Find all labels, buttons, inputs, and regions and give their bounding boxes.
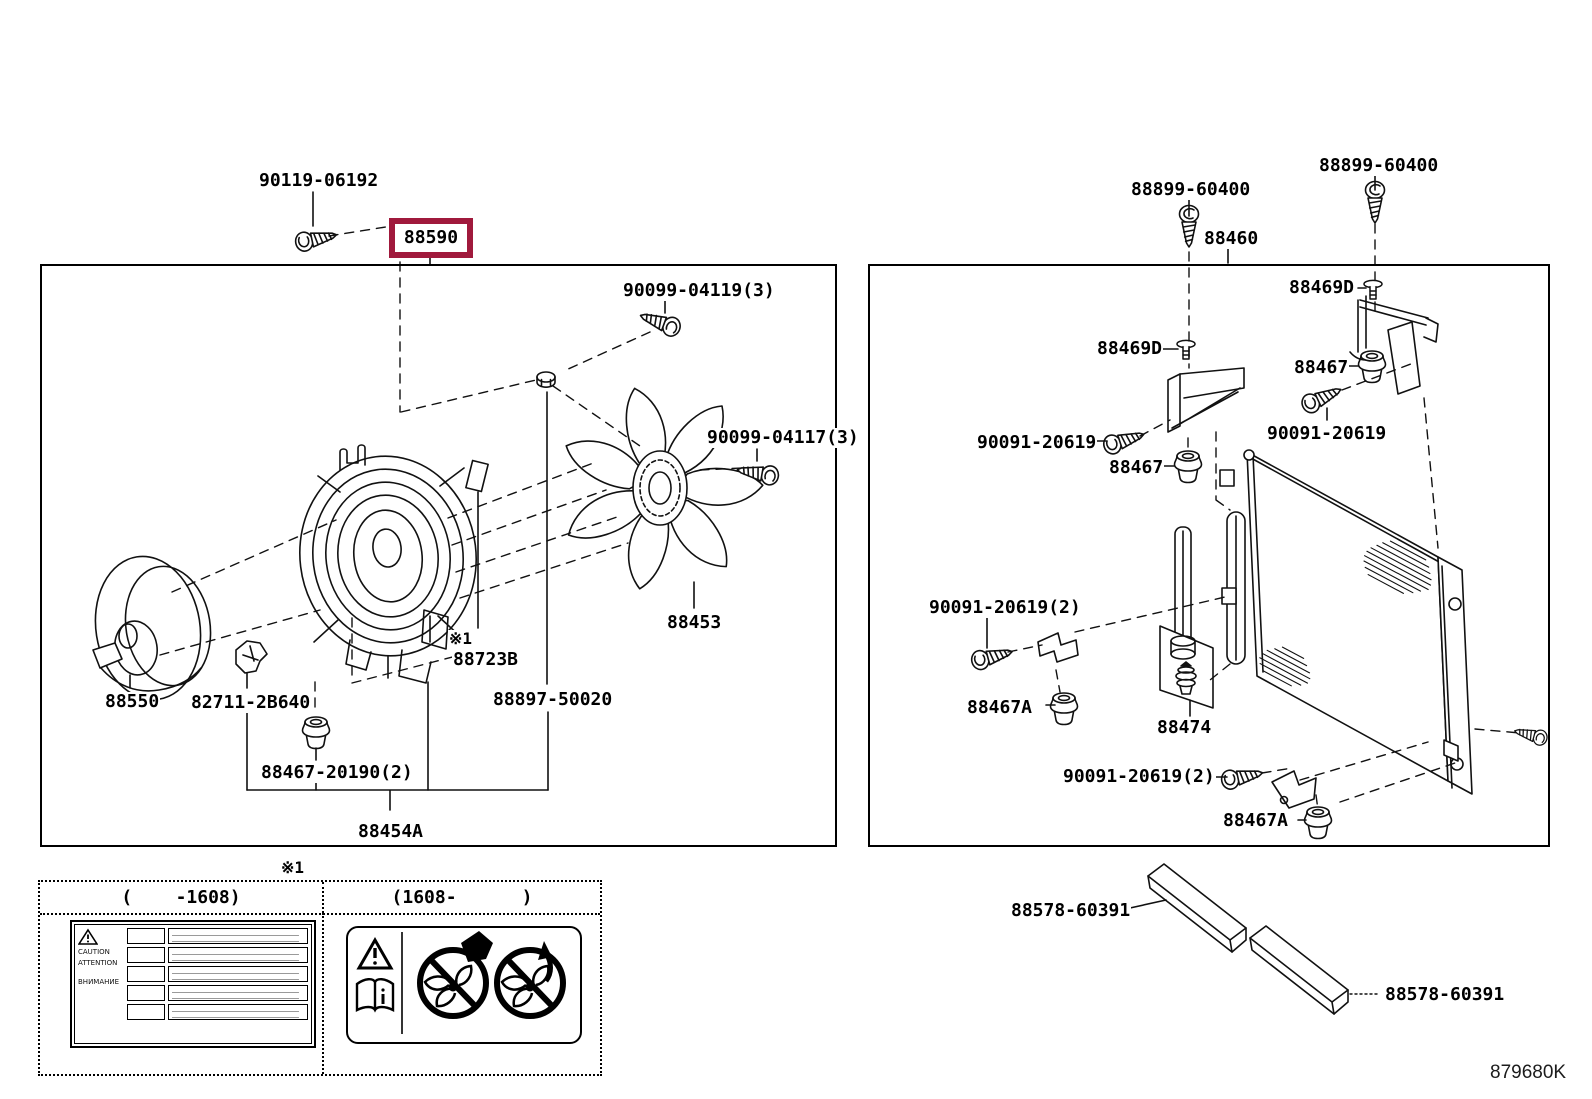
part-number-90099-04117: 90099-04117(3)	[706, 427, 860, 448]
part-number-82711-2B640: 82711-2B640	[190, 692, 312, 713]
bracket-midleft-drawing	[1037, 632, 1079, 663]
fan-shroud-drawing	[299, 444, 477, 684]
bracket-center-drawing	[1167, 367, 1245, 433]
footnote-mark-table: ※1	[280, 858, 306, 877]
part-number-88454A: 88454A	[357, 821, 425, 842]
part-number-88469D-a: 88469D	[1288, 277, 1356, 298]
caution-label-old: CAUTION ATTENTION ВНИМАНИЕ	[70, 920, 316, 1048]
part-number-88897-50020: 88897-50020	[492, 689, 614, 710]
condenser-drawing	[1219, 449, 1473, 795]
applicability-table: ( -1608) (1608- ) CAUTION ATTENTION ВНИМ…	[38, 880, 602, 1076]
part-number-88899-60400-a: 88899-60400	[1130, 179, 1252, 200]
part-number-90099-04119: 90099-04119(3)	[622, 280, 776, 301]
part-number-88467A-a: 88467A	[966, 697, 1034, 718]
desiccant-bar-drawings	[1129, 863, 1381, 1015]
page-code: 879680K	[1490, 1062, 1567, 1084]
warning-triangle-icon	[356, 936, 394, 970]
part-number-88899-60400-b: 88899-60400	[1318, 155, 1440, 176]
part-number-90119-06192: 90119-06192	[258, 170, 380, 191]
caution-text-rows	[127, 928, 308, 1040]
left-assembly-panel	[40, 264, 837, 847]
warning-triangle-icon	[78, 928, 98, 945]
range-header-new: (1608- )	[391, 887, 533, 908]
part-number-88453: 88453	[666, 612, 723, 633]
table-divider	[322, 913, 324, 1074]
part-number-88550: 88550	[104, 691, 161, 712]
part-number-88590: 88590	[403, 227, 459, 249]
caution-word-2: ATTENTION	[78, 959, 118, 967]
applicability-table-header: ( -1608) (1608- )	[40, 882, 600, 915]
caution-word-1: CAUTION	[78, 948, 110, 956]
no-touching-fan-icon	[420, 931, 493, 1016]
part-number-88723B: 88723B	[452, 649, 520, 670]
part-number-88467A-b: 88467A	[1222, 810, 1290, 831]
caution-label-new-art	[355, 931, 576, 1034]
part-number-88578-60391-a: 88578-60391	[1010, 900, 1132, 921]
clip-82711-icon	[235, 640, 268, 674]
read-manual-icon	[355, 978, 395, 1013]
part-number-88578-60391-b: 88578-60391	[1384, 984, 1506, 1005]
caution-word-3: ВНИМАНИЕ	[78, 978, 120, 986]
part-number-90091-20619-2-a: 90091-20619(2)	[928, 597, 1082, 618]
fan-blade-drawing	[565, 386, 765, 591]
range-header-old: ( -1608)	[40, 882, 324, 913]
part-number-88467-b: 88467	[1108, 457, 1165, 478]
part-number-88474: 88474	[1156, 717, 1213, 738]
part-number-88460: 88460	[1203, 228, 1260, 249]
part-number-88467-a: 88467	[1293, 357, 1350, 378]
part-number-90091-20619-a: 90091-20619	[1266, 423, 1388, 444]
caution-label-old-inner: CAUTION ATTENTION ВНИМАНИЕ	[74, 924, 312, 1044]
caution-plate-sticker	[465, 459, 489, 493]
part-number-88467-20190: 88467-20190(2)	[260, 762, 414, 783]
right-assembly-panel	[868, 264, 1550, 847]
footnote-mark-left: ※1	[448, 629, 474, 648]
bolt-90119-icon	[293, 224, 340, 254]
part-number-90091-20619-2-b: 90091-20619(2)	[1062, 766, 1216, 787]
highlighted-part-box[interactable]: 88590	[389, 218, 473, 258]
no-fingers-fan-icon	[497, 941, 563, 1016]
caution-label-new	[346, 926, 582, 1044]
drier-plug-88474-drawing	[1159, 625, 1214, 709]
bracket-bottom-drawing	[1271, 770, 1317, 809]
part-number-90091-20619-b: 90091-20619	[976, 432, 1098, 453]
part-number-88469D-b: 88469D	[1096, 338, 1164, 359]
